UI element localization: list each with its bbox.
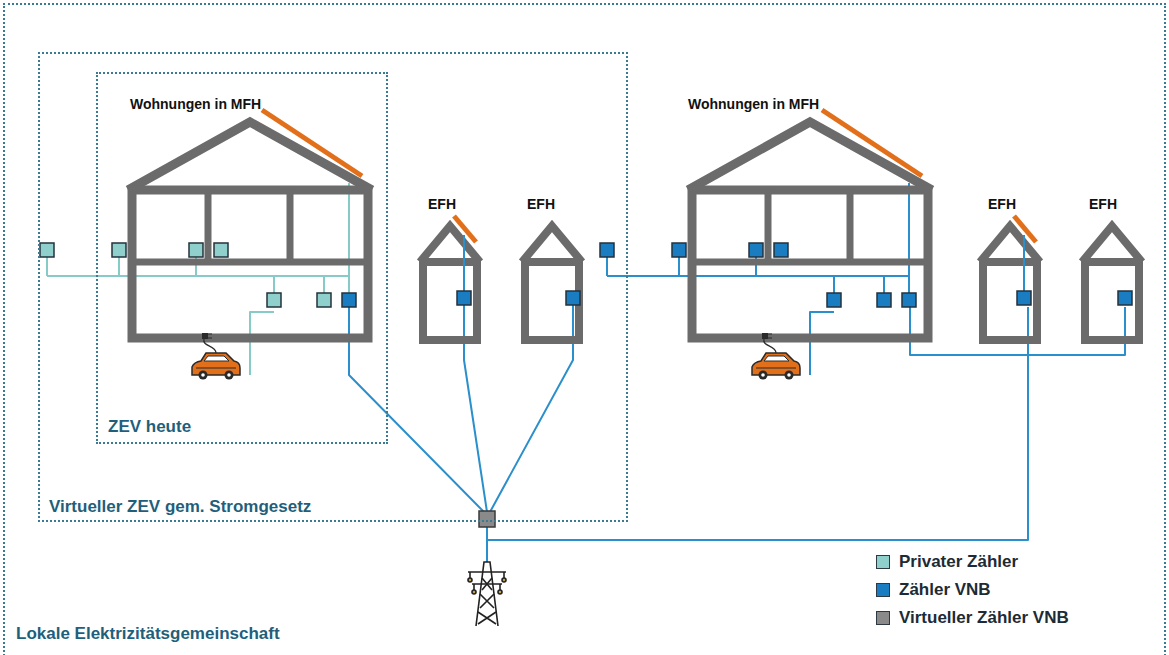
dso-meter [1017,291,1031,305]
partition [765,190,772,262]
house-label: EFH [988,196,1016,212]
apartment-building [40,110,372,380]
dso-meter [827,293,841,307]
pv-wire [463,235,465,298]
region-label: Virtueller ZEV gem. Stromgesetz [49,497,311,517]
pv-wire [348,183,350,300]
dso-meter [902,293,916,307]
single-family-house [420,216,480,340]
dso-meter [566,291,580,305]
legend-text: Privater Zähler [899,552,1018,572]
virtual-zev-region: Virtueller ZEV gem. Stromgesetz ZEV heute… [38,52,628,522]
pv-panel [822,110,922,176]
dso-meter [672,243,686,257]
legend-row: Virtueller Zähler VNB [876,604,1069,632]
house-label: Wohnungen in MFH [130,96,261,112]
partition [205,190,212,262]
legend-row: Zähler VNB [876,576,1069,604]
dso-meter [877,293,891,307]
grid-wire [910,307,1125,355]
pv-wire [1023,235,1025,298]
house-node: EFH [980,196,1042,344]
dso-meter [749,243,763,257]
apartment-house-node: Wohnungen in MFH [688,96,934,342]
pv-panel [262,110,362,176]
house-label: EFH [527,196,555,212]
legend-swatch [876,583,890,597]
private-meter [112,243,126,257]
floor [692,259,928,266]
legend-swatch [876,555,890,569]
region-label: Lokale Elektrizitätsgemeinschaft [16,624,280,644]
dso-meter [457,291,471,305]
apartment-house-node: Wohnungen in MFH [128,96,374,342]
dso-meter [342,293,356,307]
private-meter [214,243,228,257]
house-label: EFH [428,196,456,212]
floor [132,259,368,266]
legend-text: Zähler VNB [899,580,991,600]
grid-wire [486,540,488,562]
power-pylon [468,562,506,626]
partition [287,190,294,262]
bus-wire [47,275,349,277]
virtual-meter [479,511,495,527]
house-node: EFH [522,196,584,344]
apartment-building [600,110,932,380]
electric-car [192,333,240,380]
legend-row: Privater Zähler [876,548,1069,576]
pv-wire [908,183,910,300]
private-meter [317,293,331,307]
legend-swatch [876,611,890,625]
electric-car [752,333,800,380]
house-label: EFH [1089,196,1117,212]
car-wire [810,312,834,375]
private-meter [189,243,203,257]
region-label: ZEV heute [108,417,191,437]
dso-meter [1118,291,1132,305]
dso-meter [600,243,614,257]
bus-wire [607,275,909,277]
single-family-house [980,216,1040,340]
private-meter [267,293,281,307]
zev-region: ZEV heute Wohnungen in MFH [96,72,388,444]
private-meter [40,243,54,257]
legend: Privater ZählerZähler VNB Virtueller Zähl… [876,548,1069,632]
single-family-house [1082,226,1142,340]
house-label: Wohnungen in MFH [688,96,819,112]
house-node: EFH [1082,196,1144,344]
grid-wire [486,527,488,540]
legend-text: Virtueller Zähler VNB [899,608,1069,628]
house-node: EFH [420,196,482,344]
single-family-house [522,226,582,340]
car-wire [250,312,274,375]
dso-meter [774,243,788,257]
partition [847,190,854,262]
